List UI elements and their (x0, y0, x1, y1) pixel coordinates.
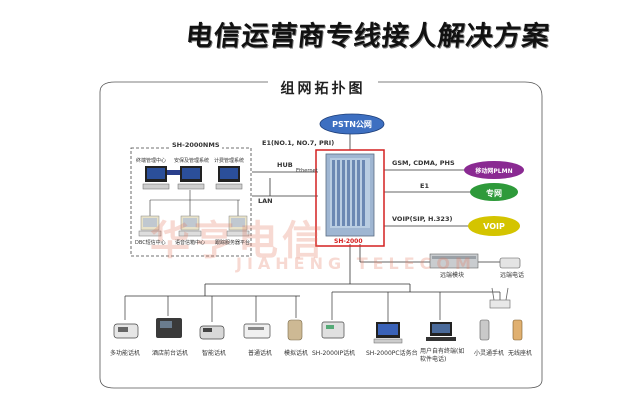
nms-group-label: SH-2000NMS (170, 141, 222, 149)
private-cloud-label: 专网 (486, 189, 502, 198)
gsm-links-label: GSM, CDMA, PHS (392, 159, 455, 167)
diagram-subtitle: 组网拓扑图 (268, 78, 378, 98)
endpoint-label-5: 模拟话机 (284, 350, 309, 357)
endpoint-label-3: 智能话机 (202, 350, 227, 357)
pstn-cloud (319, 113, 385, 135)
pc-console-device (373, 322, 403, 344)
mobile-cloud-label: 移动网PLMN (475, 168, 513, 175)
nms-workstation-5 (178, 215, 202, 237)
nms-label-2: 安保及管理系统 (174, 158, 210, 164)
analog-phone-device (287, 319, 303, 341)
nms-workstation-3 (215, 166, 243, 190)
endpoint-label-10: 无线座机 (508, 350, 533, 357)
nms-workstation-6 (226, 215, 250, 237)
mobile-cloud (464, 161, 524, 179)
endpoint-label-1: 多功能话机 (110, 350, 141, 357)
wireless-handset-device (512, 319, 523, 341)
core-switch-label: SH-2000 (334, 238, 363, 245)
nms-workstation-1 (142, 166, 170, 190)
pstn-cloud-label: PSTN公网 (332, 120, 372, 129)
voip-cloud (468, 216, 520, 236)
nms-label-3: 计费管理系统 (214, 158, 245, 164)
e1-links-label: E1(NO.1, NO.7, PRI) (262, 139, 335, 147)
user-terminal-device (426, 322, 456, 341)
remote-module-label: 远端模块 (440, 272, 465, 279)
e1-label: E1 (420, 182, 429, 190)
remote-phone-label: 远端电话 (500, 272, 525, 279)
remote-phone-device (499, 257, 521, 269)
endpoint-label-9: 小灵通手机 (474, 350, 505, 357)
nms-workstation-4 (138, 215, 162, 237)
endpoint-label-6: SH-2000IP话机 (312, 350, 356, 357)
voip-links-label: VOIP(SIP, H.323) (392, 215, 453, 223)
hotel-phone-device (156, 318, 182, 338)
nms-label-4: DBC短信中心 (135, 240, 166, 246)
multifunction-phone-device (113, 323, 139, 339)
ethernet-label: Ethernet (296, 168, 318, 174)
smart-phone-device (199, 325, 225, 340)
endpoint-label-2: 酒店前台话机 (152, 350, 189, 357)
lan-label: LAN (258, 197, 273, 205)
watermark: 华亨电信 (150, 218, 326, 264)
ip-phone-device (321, 321, 345, 339)
endpoint-label-7: SH-2000PC话务台 (366, 350, 418, 357)
nms-label-5: 语音信箱中心 (175, 240, 206, 246)
phs-handset-device (479, 319, 490, 341)
endpoint-label-8: 用户自有终端(如软件电话) (420, 348, 465, 363)
hub-label: HUB (277, 161, 293, 169)
ordinary-phone-device (243, 323, 271, 339)
nms-label-1: 终端管理中心 (136, 158, 167, 164)
core-switch-frame (315, 149, 385, 247)
wireless-ap-device (489, 287, 511, 309)
nms-label-6: 跟踪服务器平台 (215, 240, 251, 246)
voip-cloud-label: VOIP (483, 222, 505, 231)
private-cloud (470, 183, 518, 201)
watermark-en: JIAHENG TELECOM (236, 254, 476, 273)
core-switch-slots (332, 160, 365, 226)
endpoint-label-4: 普通话机 (248, 350, 273, 357)
outer-frame (99, 81, 543, 389)
nms-workstation-2 (177, 166, 205, 190)
